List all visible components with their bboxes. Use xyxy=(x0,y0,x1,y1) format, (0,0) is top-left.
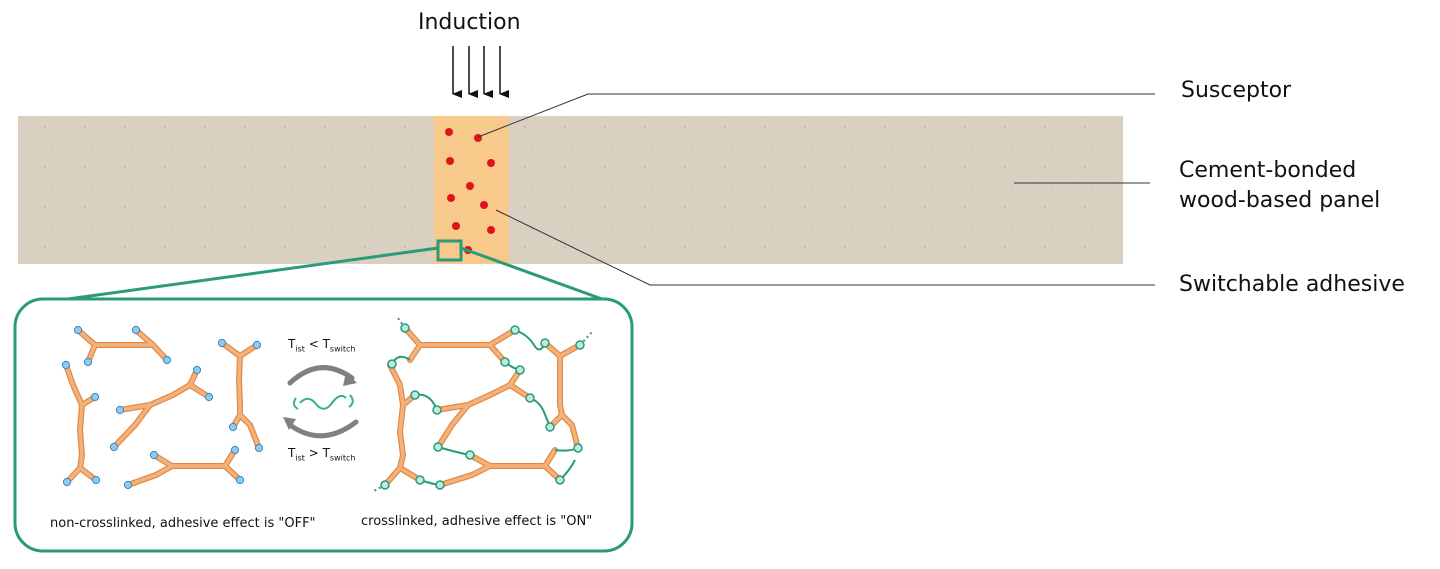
condition-bottom: Tist > Tswitch xyxy=(288,446,356,463)
susceptor-particle xyxy=(445,128,453,136)
cycle-arrow-bottom xyxy=(287,419,359,439)
leader-lines xyxy=(477,93,1155,286)
induction-arrows xyxy=(452,46,509,98)
susceptor-particle xyxy=(446,157,454,165)
susceptor-particle xyxy=(466,182,474,190)
network-uncrosslinked xyxy=(63,327,262,488)
zoom-connector-right xyxy=(460,246,603,301)
susceptor-particle xyxy=(487,159,495,167)
induction-label: Induction xyxy=(418,10,521,35)
switch-cycle xyxy=(283,365,359,439)
susceptor-leader xyxy=(477,93,1155,138)
condition-top: Tist < Tswitch xyxy=(288,337,356,354)
adhesive-label: Switchable adhesive xyxy=(1179,272,1405,297)
cement-panel xyxy=(18,116,1123,264)
network-crosslinked xyxy=(382,325,583,488)
caption-on: crosslinked, adhesive effect is "ON" xyxy=(361,514,593,529)
panel-label-line2: wood-based panel xyxy=(1179,188,1381,213)
switch-molecule xyxy=(292,394,354,410)
susceptor-particles xyxy=(445,128,495,254)
adhesive-strip xyxy=(434,116,509,264)
susceptor-particle xyxy=(480,201,488,209)
susceptor-particle xyxy=(447,194,455,202)
caption-off: non-crosslinked, adhesive effect is "OFF… xyxy=(50,516,316,531)
susceptor-particle xyxy=(452,222,460,230)
susceptor-particle xyxy=(474,134,482,142)
zoom-box xyxy=(436,239,463,262)
adhesive-leader xyxy=(495,209,1155,286)
crosslink-nodes xyxy=(380,323,585,490)
zoom-connector-left xyxy=(67,246,439,301)
panel-label-line1: Cement-bonded xyxy=(1179,158,1357,183)
susceptor-label: Susceptor xyxy=(1181,78,1292,103)
susceptor-particle xyxy=(487,226,495,234)
